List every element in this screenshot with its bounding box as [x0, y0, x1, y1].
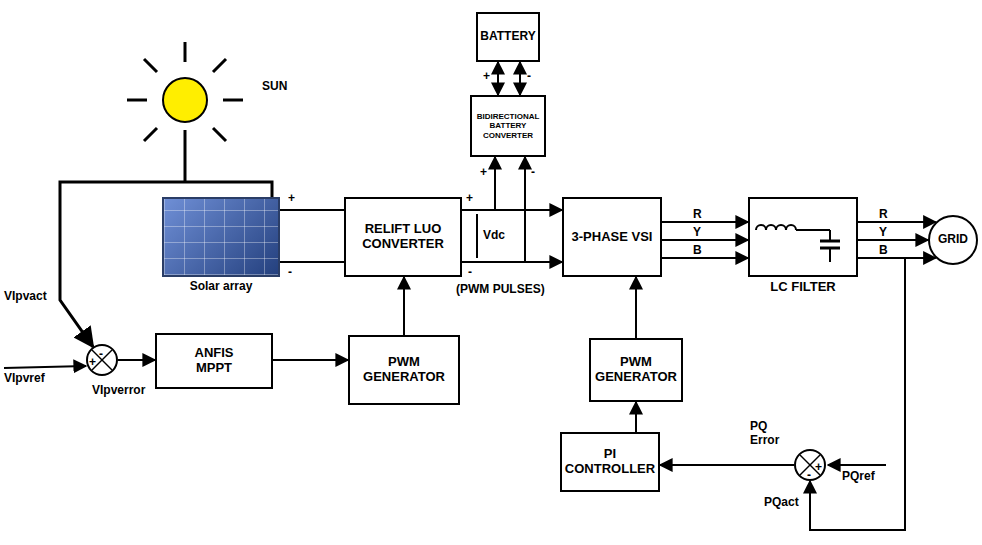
node-text: GRID [938, 233, 968, 247]
connector [403, 277, 405, 335]
connector [635, 402, 637, 432]
connector [662, 257, 748, 259]
reference-arrow [4, 366, 86, 368]
phase-label: Y [692, 226, 702, 238]
polarity-sign: + [466, 192, 473, 206]
sun-label: SUN [262, 80, 287, 94]
node-title: LC FILTER [770, 279, 835, 294]
inductor-symbol [756, 225, 830, 230]
text-holder: BATTERY [480, 30, 535, 44]
node-text: PWM GENERATOR [593, 355, 679, 385]
dc-link-voltage [476, 214, 478, 258]
node-title: Solar array [190, 279, 253, 293]
capacitor-symbol [820, 230, 840, 262]
text-holder: PWM GENERATOR [593, 355, 679, 385]
summing-junction: -+ [86, 344, 118, 376]
polarity-sign: + [480, 166, 487, 180]
text-holder: BIDIRECTIONAL BATTERY CONVERTER [474, 112, 542, 140]
node-text: PI CONTROLLER [564, 447, 656, 477]
reference-arrow [828, 464, 886, 466]
signal-label: PQ Error [750, 420, 794, 448]
process-box: PI CONTROLLER [560, 432, 660, 492]
phase-label: B [692, 244, 703, 256]
phase-label: R [878, 208, 889, 220]
connector [280, 209, 344, 211]
polarity-sign: + [483, 70, 490, 84]
process-box: PWM GENERATOR [589, 338, 683, 402]
sign-text: + [815, 461, 822, 473]
connector [519, 62, 521, 95]
phase-label: Y [878, 226, 888, 238]
signal-label: PQact [764, 496, 799, 510]
node-text: 3-PHASE VSI [572, 230, 653, 245]
connector [660, 464, 794, 466]
signal-label: PQref [842, 470, 875, 484]
voltage-label: Vdc [483, 229, 505, 243]
node-text: RELIFT LUO CONVERTER [353, 222, 453, 252]
connector [858, 239, 928, 241]
node-text: ANFIS MPPT [179, 346, 249, 376]
converter-box: RELIFT LUO CONVERTER [344, 197, 462, 277]
signal-label: VIpvref [4, 372, 45, 386]
polarity-sign: - [468, 266, 472, 280]
text-holder: ANFIS MPPT [179, 346, 249, 376]
solar-panel: Solar array [162, 197, 280, 277]
connector [662, 239, 748, 241]
inverter-box: 3-PHASE VSI [562, 197, 662, 277]
connector [497, 62, 499, 95]
connector [280, 261, 344, 263]
text-holder: GRID [938, 233, 968, 247]
grid-circle: GRID [928, 215, 978, 265]
filter-box: LC FILTER [748, 197, 858, 277]
text-holder: RELIFT LUO CONVERTER [353, 222, 453, 252]
connector [810, 258, 905, 530]
process-box: ANFIS MPPT [155, 333, 273, 389]
converter-box: BIDIRECTIONAL BATTERY CONVERTER [470, 95, 546, 157]
connector [495, 157, 562, 210]
polarity-sign: - [288, 266, 292, 280]
connector [525, 157, 562, 262]
sign-text: + [89, 356, 96, 368]
connector [858, 221, 936, 223]
sign-text: - [99, 348, 103, 360]
summing-junction: +- [794, 449, 826, 481]
signal-label: VIpvact [4, 290, 47, 304]
connector [662, 221, 748, 223]
sign-text: - [807, 469, 811, 481]
connector [118, 359, 155, 361]
phase-label: R [692, 208, 703, 220]
signal-label: VIpverror [92, 384, 145, 398]
node-text: PWM GENERATOR [357, 355, 452, 385]
connector [273, 359, 348, 361]
node-text: BATTERY [480, 30, 535, 44]
phase-label: B [878, 244, 889, 256]
process-box: PWM GENERATOR [348, 335, 460, 405]
text-holder: PI CONTROLLER [564, 447, 656, 477]
connector [635, 277, 637, 338]
sun-symbol [127, 42, 243, 141]
node-text: BIDIRECTIONAL BATTERY CONVERTER [474, 112, 542, 140]
text-holder: 3-PHASE VSI [572, 230, 653, 245]
sense-wire [184, 130, 187, 182]
text-holder: PWM GENERATOR [357, 355, 452, 385]
polarity-sign: + [288, 192, 295, 206]
polarity-sign: - [531, 166, 535, 180]
note-label: (PWM PULSES) [456, 283, 545, 297]
polarity-sign: - [527, 70, 531, 84]
storage-box: BATTERY [476, 12, 540, 62]
